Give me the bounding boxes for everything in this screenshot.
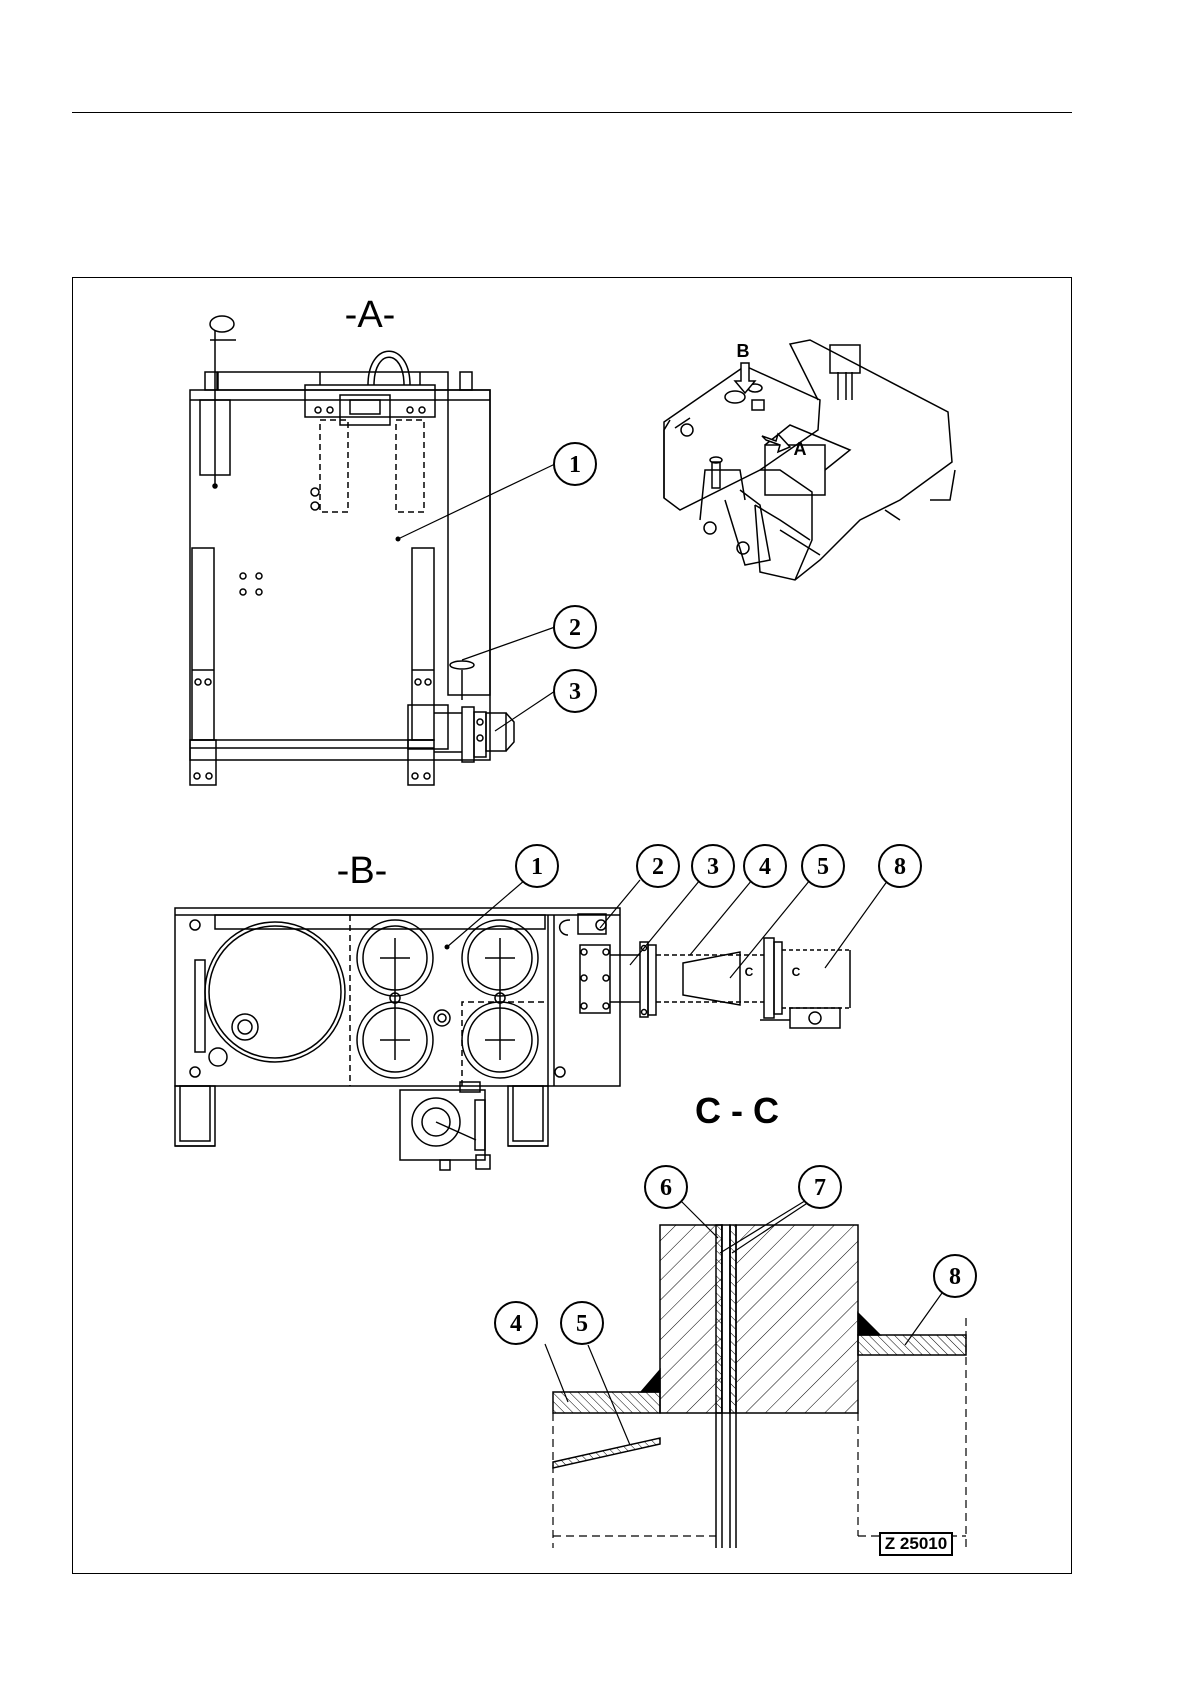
callout-cc-5: 5	[561, 1302, 603, 1344]
view-a-drawing	[190, 316, 555, 785]
callout-b-5: 5	[802, 845, 844, 887]
callout-a-2: 2	[554, 606, 596, 648]
arrow-b-icon	[735, 363, 755, 393]
svg-text:2: 2	[569, 615, 581, 641]
svg-text:5: 5	[817, 854, 829, 880]
svg-text:3: 3	[569, 679, 581, 705]
callout-b-4: 4	[744, 845, 786, 887]
svg-text:7: 7	[814, 1175, 826, 1201]
svg-text:1: 1	[531, 854, 543, 880]
overview-label-a: A	[794, 439, 807, 459]
svg-text:3: 3	[707, 854, 719, 880]
callout-a-1: 1	[554, 443, 596, 485]
svg-text:2: 2	[652, 854, 664, 880]
drawing-reference: Z 25010	[879, 1532, 953, 1556]
callout-b-1: 1	[516, 845, 558, 887]
svg-text:4: 4	[510, 1311, 522, 1337]
leader-dot	[396, 537, 401, 542]
view-a-title: -A-	[345, 294, 396, 336]
callout-b-3: 3	[692, 845, 734, 887]
leader-dot	[445, 945, 450, 950]
callout-b-8: 8	[879, 845, 921, 887]
callout-cc-8: 8	[934, 1255, 976, 1297]
svg-text:6: 6	[660, 1175, 672, 1201]
callout-cc-6: 6	[645, 1166, 687, 1208]
svg-text:8: 8	[894, 854, 906, 880]
section-cc-drawing	[545, 1199, 966, 1548]
callout-cc-4: 4	[495, 1302, 537, 1344]
section-mark-right: C	[792, 965, 801, 979]
overview-label-b: B	[737, 341, 750, 361]
section-mark-left: C	[745, 965, 754, 979]
svg-text:1: 1	[569, 452, 581, 478]
callout-a-3: 3	[554, 670, 596, 712]
overview-drawing	[664, 340, 955, 580]
view-b-title: -B-	[337, 850, 388, 892]
view-b-drawing	[175, 880, 888, 1170]
svg-text:4: 4	[759, 854, 771, 880]
section-cc-title: C - C	[695, 1090, 779, 1131]
svg-text:5: 5	[576, 1311, 588, 1337]
callout-b-2: 2	[637, 845, 679, 887]
callout-cc-7: 7	[799, 1166, 841, 1208]
svg-text:8: 8	[949, 1264, 961, 1290]
